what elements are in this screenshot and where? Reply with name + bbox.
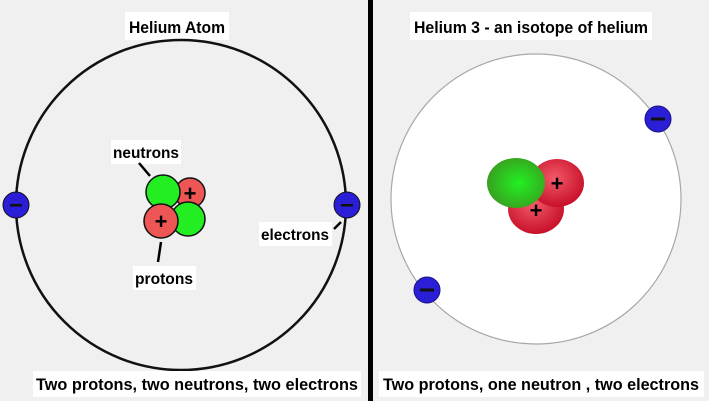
proton-symbol: + — [184, 181, 197, 206]
proton-symbol: + — [551, 171, 564, 196]
electron — [2, 191, 30, 219]
electron — [644, 105, 672, 133]
nucleus: + + — [487, 158, 584, 234]
electron — [333, 191, 361, 219]
left-title: Helium Atom — [129, 18, 225, 37]
protons-label: protons — [135, 271, 193, 288]
neutrons-pointer — [138, 162, 151, 177]
proton — [530, 159, 584, 207]
electrons-label: electrons — [261, 227, 329, 244]
protons-pointer — [156, 241, 163, 263]
panel-divider — [368, 0, 373, 401]
proton-symbol: + — [530, 198, 543, 223]
right-title: Helium 3 - an isotope of helium — [414, 18, 648, 37]
electron — [413, 276, 441, 304]
electrons-pointer — [333, 221, 342, 230]
neutrons-label: neutrons — [113, 145, 179, 162]
right-caption: Two protons, one neutron , two electrons — [383, 375, 699, 394]
proton-symbol: + — [155, 209, 168, 234]
neutron — [487, 158, 545, 208]
right-panel: Helium 3 - an isotope of helium + + Two … — [373, 0, 709, 401]
left-caption: Two protons, two neutrons, two electrons — [36, 375, 358, 394]
proton — [143, 203, 179, 239]
left-panel: Helium Atom + + neutrons protons electro… — [2, 12, 361, 397]
title-box — [125, 12, 229, 40]
nucleus: + + — [143, 174, 206, 239]
